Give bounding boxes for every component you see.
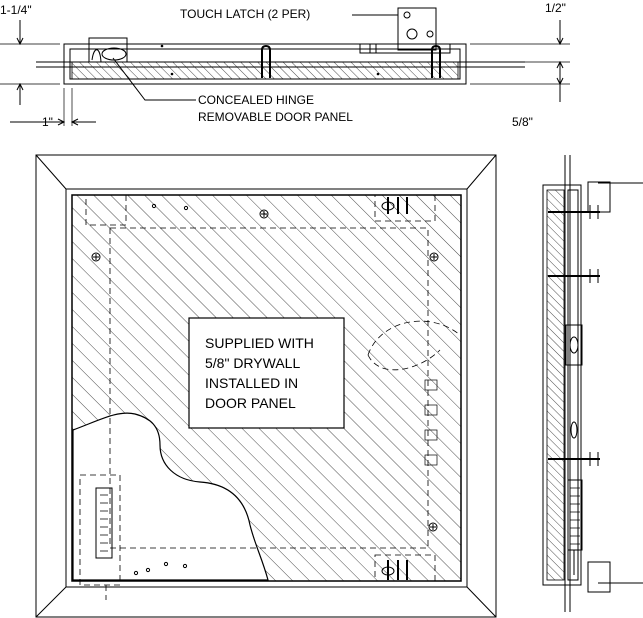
hinge-label-line1: CONCEALED HINGE [198,93,314,107]
note-line-4: DOOR PANEL [205,395,296,411]
dim-top-left-label: 1-1/4" [0,3,32,17]
dim-right-label: 5/8" [512,115,533,129]
screw-icon [91,252,101,262]
note-line-3: INSTALLED IN [205,375,298,391]
screw-icon [259,209,269,219]
touch-latch-label: TOUCH LATCH (2 PER) [180,7,310,21]
screw-icon [428,522,438,532]
screw-icon [429,252,439,262]
hinge-label-line2: REMOVABLE DOOR PANEL [198,110,353,124]
front-view [35,154,497,618]
section-view-top [0,7,570,126]
note-line-2: 5/8" DRYWALL [205,355,300,371]
dim-left-label: 1" [42,115,53,129]
note-line-1: SUPPLIED WITH [205,335,314,351]
side-section-view [542,155,643,612]
dim-top-right-label: 1/2" [545,1,566,15]
